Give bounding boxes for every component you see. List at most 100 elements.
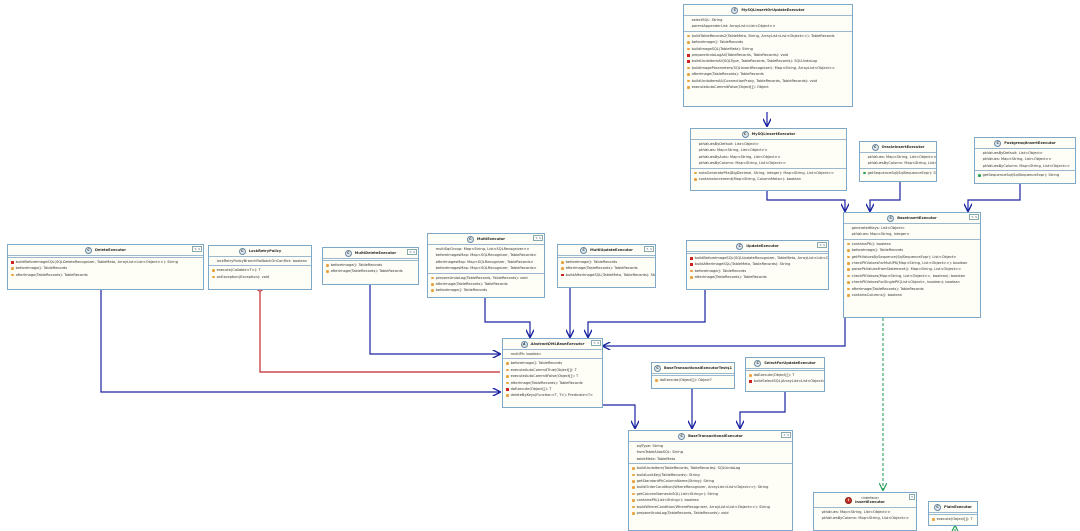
field-row[interactable]: multiSqlGroup: Map<String, List<SQLRecog…	[431, 246, 541, 252]
method-row[interactable]: buildBeforeImageSQL(SQLDeleteRecognizer,…	[11, 259, 200, 265]
method-row[interactable]: prepareUndoLog(TableRecords, TableRecord…	[431, 275, 541, 281]
method-row[interactable]: buildUndoItem(TableRecords, TableRecords…	[632, 465, 789, 471]
method-row[interactable]: getPkValuesBySequence(SqlSequenceExpr): …	[847, 254, 977, 260]
method-row[interactable]: beforeImage(): TableRecords	[11, 265, 200, 271]
field-row[interactable]: afterImagesMap: Map<SQLRecognizer, Table…	[431, 259, 541, 265]
field-row[interactable]: pkValues: Map<String, List<Object>>	[978, 156, 1072, 162]
field-row[interactable]: generatedKeys: List<Object>	[847, 225, 977, 231]
field-row[interactable]: pkValuesByDefault: List<Object>	[978, 150, 1072, 156]
field-row[interactable]: lockRetryPolicyBranchRollbackOnConflict:…	[212, 258, 308, 264]
method-row[interactable]: checkPKValuesForSinglePK(List<Object>, b…	[847, 279, 977, 285]
method-row[interactable]: doExecute(Object[]): Object?	[655, 377, 731, 383]
method-row[interactable]: onException(Exception): void	[212, 274, 308, 280]
method-row[interactable]: afterImage(TableRecords): TableRecords	[847, 286, 977, 292]
method-row[interactable]: executeAutoCommitFalse(Object[]): Object	[687, 84, 849, 90]
method-row[interactable]: buildUndoItemAll(SQLType, TableRecords, …	[687, 58, 849, 64]
method-row[interactable]: execute(Callable<T>): T	[212, 267, 308, 273]
method-row[interactable]: checkPKValues(Map<String, List<Object>>,…	[847, 273, 977, 279]
field-row[interactable]: sqlType: String	[632, 443, 789, 449]
method-row[interactable]: afterImage(TableRecords): TableRecords	[687, 71, 849, 77]
method-row[interactable]: buildWhereCondition(WhereRecognizer, Arr…	[632, 504, 789, 510]
field-row[interactable]: beforeImagesMap: Map<SQLRecognizer, Tabl…	[431, 252, 541, 258]
field-row[interactable]: pkValuesByColumn: Map<String, List<Objec…	[694, 160, 843, 166]
method-row[interactable]: containsPK(): boolean	[847, 241, 977, 247]
method-row[interactable]: parsePkValuesFromStatement(): Map<String…	[847, 266, 977, 272]
field-row[interactable]: parentAppenderList: ArrayList<List<Objec…	[687, 23, 849, 29]
method-row[interactable]: beforeImage(): TableRecords	[326, 262, 415, 268]
method-row[interactable]: afterImage(TableRecords): TableRecords	[326, 268, 415, 274]
method-row[interactable]: executeAutoCommitFalse(Object[]): T	[506, 373, 599, 379]
methods-section: buildBeforeImageSQL(SQLUpdateRecognizer,…	[687, 254, 828, 282]
method-row[interactable]: execute(Object[]): T	[932, 516, 974, 522]
method-row[interactable]: autoGeneratePks(BigDecimal, String, Inte…	[694, 170, 843, 176]
method-row[interactable]: buildTableRecords2(TableMeta, String, Ar…	[687, 33, 849, 39]
method-row[interactable]: buildBeforeImageSQL(SQLUpdateRecognizer,…	[690, 255, 828, 261]
method-row[interactable]: afterImage(TableRecords): TableRecords	[561, 265, 652, 271]
method-row[interactable]: buildAfterImageSQL(TableMeta, TableRecor…	[690, 261, 825, 267]
method-row[interactable]: buildImageSQL(TableMeta): String	[687, 46, 849, 52]
method-row[interactable]: prepareUndoLogAll(TableRecords, TableRec…	[687, 52, 849, 58]
field-row[interactable]: pkValuesByColumn: Map<String, List<Objec…	[817, 515, 913, 521]
method-row[interactable]: deleteByKeys(Function<T, T>): Predicate<…	[506, 392, 599, 398]
method-row[interactable]: beforeImage(): TableRecords	[687, 39, 849, 45]
field-row[interactable]: pkValuesByDefault: List<Object>	[694, 141, 843, 147]
method-row[interactable]: beforeImage(): TableRecords	[506, 360, 599, 366]
method-row[interactable]: getStandardPkColumnName(String): String	[632, 478, 789, 484]
method-row[interactable]: containsColumns(): boolean	[847, 292, 977, 298]
field-row[interactable]: pkValues: Map<String, List<Object>>	[863, 154, 936, 160]
field-row[interactable]: pkValuesByColumn: Map<String, List<Objec…	[863, 160, 936, 166]
field-row[interactable]: pkValues: Map<String, List<Object>>	[817, 509, 913, 515]
field-row[interactable]: selectSQL: String	[687, 17, 849, 23]
method-row[interactable]: checkPKValuesForMultiPK(Map<String, List…	[847, 260, 977, 266]
method-row[interactable]: buildSelectSQL(ArrayList<List<Object>>):…	[749, 378, 824, 384]
method-row[interactable]: getColumnNamesInSQL(List<String>): Strin…	[632, 491, 789, 497]
method-row[interactable]: beforeImage(): TableRecords	[431, 287, 541, 293]
method-row[interactable]: beforeImage(): TableRecords	[561, 259, 652, 265]
method-row[interactable]: afterImage(TableRecords): TableRecords	[690, 274, 825, 280]
method-row[interactable]: getSequenceSql(SqlSequenceExpr): String	[863, 170, 936, 176]
method-row[interactable]: getSequenceSql(SqlSequenceExpr): String	[978, 172, 1072, 178]
method-icon	[632, 486, 635, 489]
field-row[interactable]: pkValuesByColumn: Map<String, List<Objec…	[978, 163, 1072, 169]
field-row[interactable]: pkValues: Map<String, List<Object>>	[694, 147, 843, 153]
method-row[interactable]: afterImage(TableRecords): TableRecords	[431, 281, 541, 287]
field-row[interactable]: pkValuesByAuto: Map<String, List<Object>…	[694, 154, 843, 160]
method-row[interactable]: doExecute(Object[]): T	[506, 386, 599, 392]
method-row[interactable]: buildOrderCondition(WhereRecognizer, Arr…	[632, 484, 789, 490]
method-row[interactable]: containsIncrement(Map<String, ColumnMeta…	[694, 176, 843, 182]
field-row[interactable]: multiPk: boolean	[506, 351, 599, 357]
method-row[interactable]: beforeImage(): TableRecords	[847, 247, 977, 253]
method-row[interactable]: prepareUndoLog(TableRecords, TableRecord…	[632, 510, 789, 516]
method-row[interactable]: buildImageParameters(SQLInsertRecognizer…	[687, 65, 849, 71]
field-row[interactable]: beforeImagesMap: Map<SQLRecognizer, Tabl…	[431, 265, 541, 271]
field-row[interactable]: fromTableAliasSQL: String	[632, 449, 789, 455]
method-row[interactable]: afterImage(TableRecords): TableRecords	[506, 380, 599, 386]
method-row[interactable]: afterImage(TableRecords): TableRecords	[11, 272, 200, 278]
method-row[interactable]: beforeImage(): TableRecords	[690, 268, 825, 274]
method-row[interactable]: buildLockKey(TableRecords): String	[632, 472, 789, 478]
field-row[interactable]: tableMeta: TableMeta	[632, 456, 789, 462]
method-row[interactable]: containsPK(List<String>): boolean	[632, 497, 789, 503]
method-row[interactable]: buildUndoItemAll(ConnectionProxy, TableR…	[687, 78, 849, 84]
method-row[interactable]: buildAfterImageSQL(TableMeta, TableRecor…	[561, 272, 655, 278]
field-row[interactable]: pkValues: Map<String, Integer>	[847, 231, 977, 237]
method-row[interactable]: executeAutoCommitTrue(Object[]): T	[506, 367, 599, 373]
method-row[interactable]: doExecute(Object[]): T	[749, 372, 821, 378]
